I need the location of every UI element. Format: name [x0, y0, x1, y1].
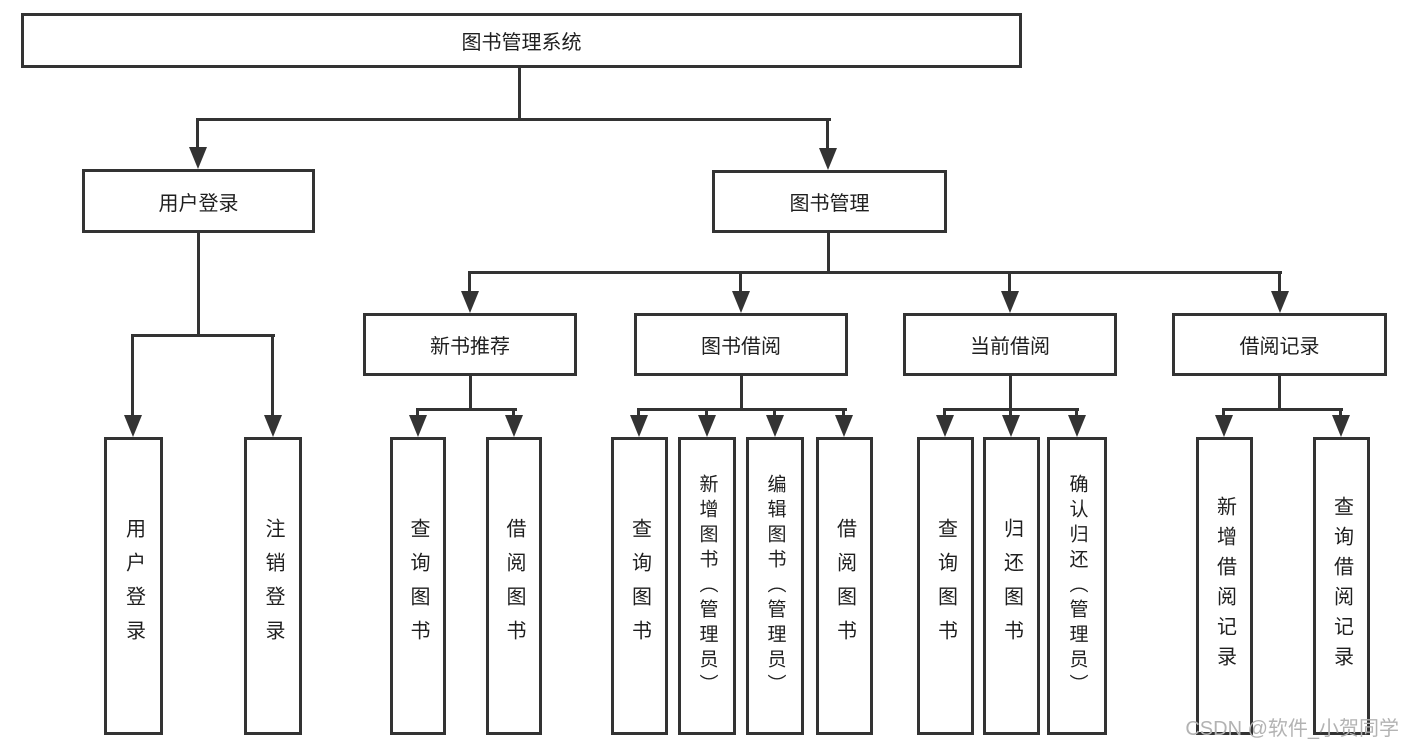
leaf-query-borrow-record: 查询借阅记录	[1313, 437, 1370, 735]
connector-stem-new-book-recommend	[469, 376, 472, 411]
arrowhead-query-book-recommend	[409, 415, 427, 437]
connector-drop-query-book-recommend	[416, 408, 419, 418]
connector-drop-current-borrow	[1008, 271, 1011, 293]
connector-drop-book-borrow	[739, 271, 742, 293]
connector-drop-confirm-return-admin	[1075, 408, 1078, 418]
arrowhead-return-book	[1002, 415, 1020, 437]
leaf-add-book-admin: 新增图书（管理员）	[678, 437, 736, 735]
arrowhead-add-borrow-record	[1215, 415, 1233, 437]
connector-drop-return-book	[1009, 408, 1012, 418]
connector-drop-book-management	[826, 118, 829, 150]
connector-drop-borrow-book	[842, 408, 845, 418]
arrowhead-book-management	[819, 148, 837, 170]
arrowhead-add-book-admin	[698, 415, 716, 437]
connector-drop-query-book-borrow	[637, 408, 640, 418]
connector-drop-query-borrow-record	[1339, 408, 1342, 418]
node-root: 图书管理系统	[21, 13, 1022, 68]
connector-stem-user-login	[197, 233, 200, 337]
csdn-watermark: CSDN @软件_小贺同学	[1185, 718, 1399, 740]
connector-bar-borrow-record	[1222, 408, 1343, 411]
connector-stem-root	[518, 68, 521, 121]
leaf-add-borrow-record: 新增借阅记录	[1196, 437, 1253, 735]
arrowhead-leaf-user-login	[124, 415, 142, 437]
arrowhead-user-login	[189, 147, 207, 169]
connector-bar-new-book-recommend	[416, 408, 517, 411]
connector-drop-leaf-user-login	[131, 334, 134, 417]
leaf-query-book-borrow: 查询图书	[611, 437, 668, 735]
node-borrow-record: 借阅记录	[1172, 313, 1387, 376]
connector-drop-user-login	[196, 118, 199, 149]
connector-stem-current-borrow	[1009, 376, 1012, 411]
node-user-login: 用户登录	[82, 169, 315, 233]
arrowhead-query-book-current	[936, 415, 954, 437]
connector-bar-user-login	[131, 334, 275, 337]
connector-bar-book-borrow	[637, 408, 847, 411]
node-new-book-recommend: 新书推荐	[363, 313, 577, 376]
connector-bar-level1	[197, 118, 831, 121]
leaf-query-book-current: 查询图书	[917, 437, 974, 735]
connector-drop-new-book-recommend	[468, 271, 471, 293]
leaf-edit-book-admin: 编辑图书（管理员）	[746, 437, 804, 735]
node-book-management: 图书管理	[712, 170, 947, 233]
connector-drop-add-borrow-record	[1222, 408, 1225, 418]
connector-drop-add-book-admin	[705, 408, 708, 418]
arrowhead-leaf-logout	[264, 415, 282, 437]
arrowhead-borrow-book	[835, 415, 853, 437]
connector-stem-book-management	[827, 233, 830, 274]
arrowhead-query-book-borrow	[630, 415, 648, 437]
arrowhead-borrow-book-recommend	[505, 415, 523, 437]
arrowhead-confirm-return-admin	[1068, 415, 1086, 437]
leaf-borrow-book: 借阅图书	[816, 437, 873, 735]
connector-drop-leaf-logout	[271, 334, 274, 417]
arrowhead-book-borrow	[732, 291, 750, 313]
connector-bar-book-management	[468, 271, 1282, 274]
connector-drop-edit-book-admin	[773, 408, 776, 418]
arrowhead-current-borrow	[1001, 291, 1019, 313]
leaf-query-book-recommend: 查询图书	[390, 437, 446, 735]
node-current-borrow: 当前借阅	[903, 313, 1117, 376]
arrowhead-borrow-record	[1271, 291, 1289, 313]
arrowhead-new-book-recommend	[461, 291, 479, 313]
arrowhead-query-borrow-record	[1332, 415, 1350, 437]
leaf-user-login: 用户登录	[104, 437, 163, 735]
connector-drop-borrow-book-recommend	[512, 408, 515, 418]
leaf-confirm-return-admin: 确认归还（管理员）	[1047, 437, 1107, 735]
connector-drop-borrow-record	[1278, 271, 1281, 293]
leaf-borrow-book-recommend: 借阅图书	[486, 437, 542, 735]
arrowhead-edit-book-admin	[766, 415, 784, 437]
connector-drop-query-book-current	[943, 408, 946, 418]
leaf-logout: 注销登录	[244, 437, 302, 735]
connector-stem-borrow-record	[1278, 376, 1281, 411]
node-book-borrow: 图书借阅	[634, 313, 848, 376]
leaf-return-book: 归还图书	[983, 437, 1040, 735]
connector-stem-book-borrow	[740, 376, 743, 411]
